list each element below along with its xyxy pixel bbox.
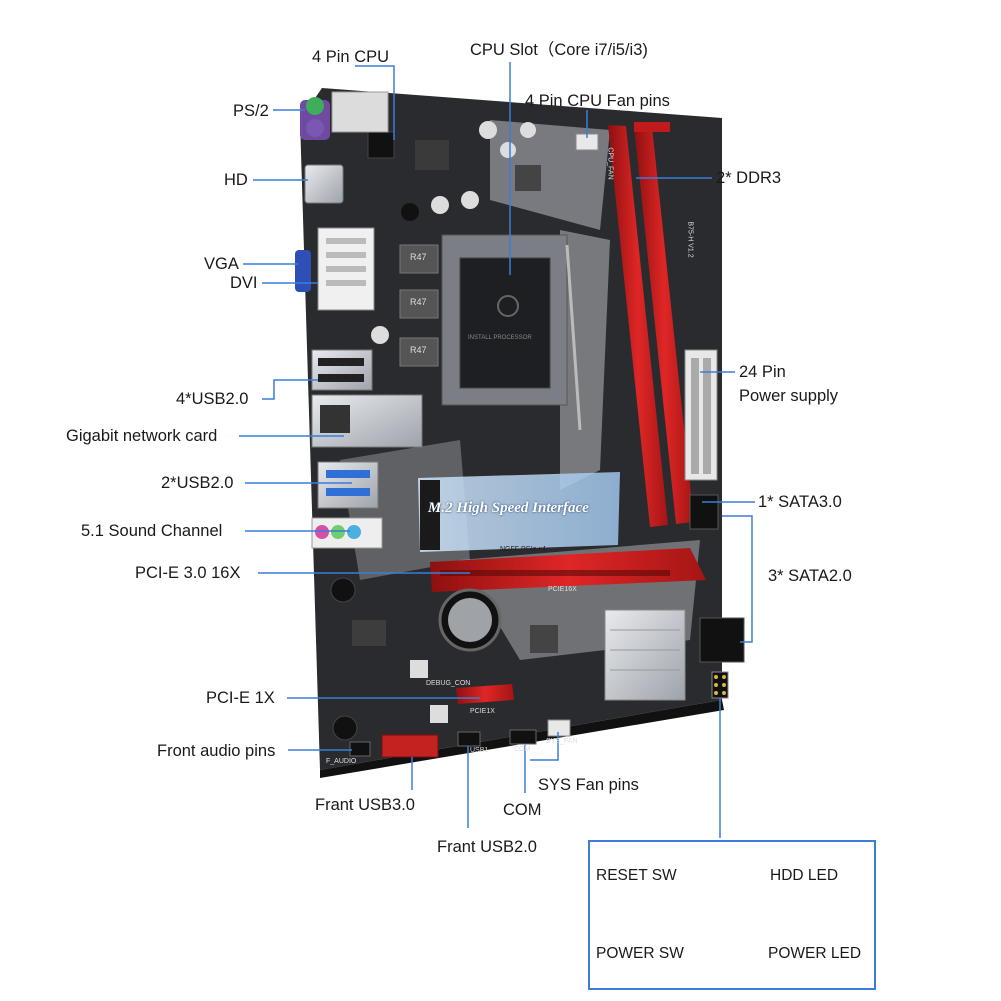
atx-24pin [684, 349, 718, 481]
label-gigabit: Gigabit network card [66, 427, 218, 445]
cpu-4pin-connector [367, 131, 395, 159]
label-dvi: DVI [230, 274, 258, 292]
label-vga: VGA [204, 255, 239, 273]
audio-silk: F_AUDIO [326, 758, 357, 765]
label-sata3: 1* SATA3.0 [758, 493, 842, 511]
leader-sys-fan [530, 732, 559, 761]
m2-label: M.2 High Speed Interface [428, 500, 589, 516]
choke-1 [399, 244, 439, 274]
label-front-audio: Front audio pins [157, 742, 276, 760]
label-sata2: 3* SATA2.0 [768, 567, 852, 585]
front-audio-header [349, 741, 371, 757]
chipset-heatsink [604, 609, 686, 701]
m2-slot [418, 472, 620, 552]
pcie1-slot [456, 684, 514, 704]
label-hd: HD [224, 171, 248, 189]
choke-silk-2: R47 [410, 297, 427, 307]
label-ddr3: 2* DDR3 [716, 169, 782, 187]
usb2-stack [311, 349, 373, 391]
label-hdd-led: HDD LED [770, 867, 839, 884]
label-cpu-4pin: 4 Pin CPU [312, 48, 390, 66]
choke-3 [399, 337, 439, 367]
vga-port [295, 250, 311, 292]
sys-fan-header [547, 719, 571, 737]
front-panel-pin-box [588, 840, 876, 990]
ddr3-slot-1 [608, 125, 668, 527]
model-silk: B75-H V1.2 [686, 221, 694, 258]
cpufan-silk: CPU_FAN [606, 147, 614, 180]
debug-silk: DEBUG_CON [426, 680, 471, 687]
label-power-sw: POWER SW [596, 945, 684, 962]
ddr3-slot-2 [634, 126, 694, 524]
cpu-socket [459, 257, 551, 389]
label-usb2-x4: 4*USB2.0 [176, 390, 249, 408]
label-ps2: PS/2 [233, 102, 269, 120]
label-com: COM [503, 801, 542, 819]
choke-2 [399, 289, 439, 319]
choke-silk-3: R47 [410, 345, 427, 355]
label-cpu-slot: CPU Slot（Core i7/i5/i3) [470, 41, 648, 59]
leader-sata2 [722, 515, 753, 643]
pcie16-silk: PCIE16X [548, 586, 577, 593]
label-usb2-x2: 2*USB2.0 [161, 474, 234, 492]
silver-panel-mid [560, 230, 610, 490]
label-pcie1: PCI-E 1X [206, 689, 275, 707]
label-sys-fan: SYS Fan pins [538, 776, 639, 794]
cpu-socket-silk: INSTALL PROCESSOR [468, 335, 532, 341]
label-pcie16: PCI-E 3.0 16X [135, 564, 241, 582]
label-reset-sw: RESET SW [596, 867, 677, 884]
ngff-silk: NGFF PCIe x4 [500, 546, 546, 553]
front-usb3-header [381, 734, 439, 758]
com-header [509, 729, 537, 745]
sata3-port [689, 494, 719, 530]
label-sound: 5.1 Sound Channel [81, 522, 223, 540]
label-front-usb3: Frant USB3.0 [315, 796, 415, 814]
leader-usb4 [262, 379, 318, 400]
choke-silk-1: R47 [410, 252, 427, 262]
label-24pin-line1: 24 Pin [739, 363, 786, 381]
front-usb2-header [457, 731, 481, 747]
sata2-port [699, 617, 745, 663]
hdmi-port [304, 164, 344, 204]
usb1-silk: USB1 [470, 747, 489, 754]
com-silk: COM [514, 746, 531, 753]
sysfan-silk: SYS_FAN [546, 738, 578, 745]
label-24pin-line2: Power supply [739, 387, 839, 405]
pcie1-silk: PCIE1X [470, 708, 495, 715]
usb3-stack [317, 461, 379, 509]
leader-cpu4pin [355, 65, 395, 140]
label-power-led: POWER LED [768, 945, 862, 962]
label-cpu-fan: 4 Pin CPU Fan pins [525, 92, 670, 110]
label-front-usb2: Frant USB2.0 [437, 838, 537, 856]
